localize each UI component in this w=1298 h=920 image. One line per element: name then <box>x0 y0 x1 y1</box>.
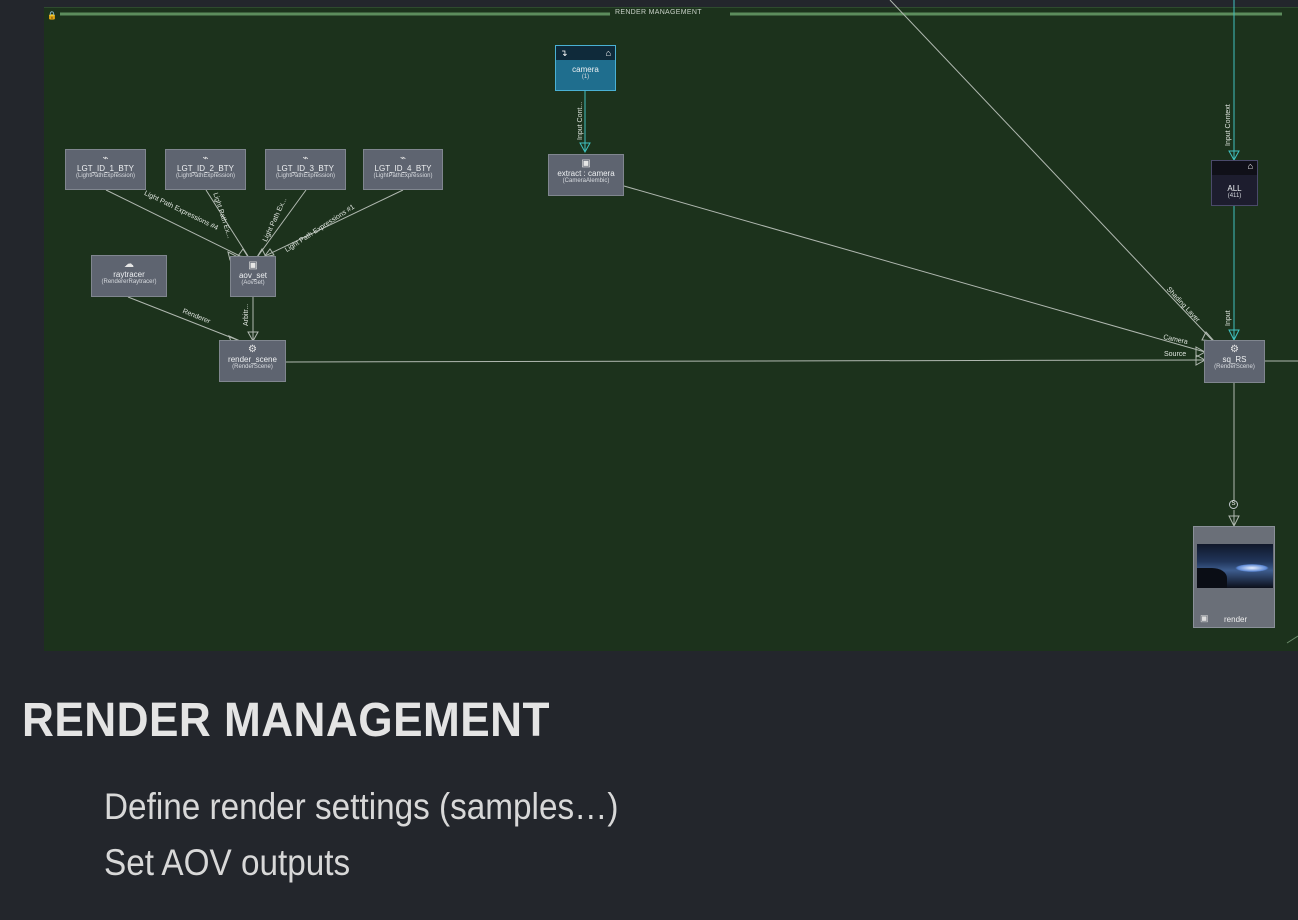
node-lgt-id-4[interactable]: ⌁ LGT_ID_4_BTY (LightPathExpression) <box>363 149 443 190</box>
node-all[interactable]: ⌂ ALL (411) <box>1211 160 1258 206</box>
renderer-icon: ☁ <box>124 259 134 270</box>
render-scene-icon: ⚙ <box>1230 344 1239 355</box>
node-type: (LightPathExpression) <box>175 173 236 179</box>
bullet-item: Set AOV outputs <box>104 842 351 883</box>
node-type: (LightPathExpression) <box>75 173 136 179</box>
home-icon[interactable]: ⌂ <box>1212 161 1257 175</box>
bullet-item: Define render settings (samples…) <box>104 786 619 827</box>
node-type: (LightPathExpression) <box>275 173 336 179</box>
light-path-icon: ⌁ <box>399 153 407 164</box>
node-type: (CameraAlembic) <box>562 178 610 184</box>
light-path-icon: ⌁ <box>202 153 209 164</box>
wire-label: Input <box>1225 310 1232 326</box>
node-sq-rs[interactable]: ⚙ sq_RS (RenderScene) <box>1204 340 1265 383</box>
node-name: sq_RS <box>1222 355 1247 364</box>
wire-label: Input Cont... <box>577 101 584 140</box>
node-type: (RendererRaytracer) <box>101 279 157 285</box>
group-title: RENDER MANAGEMENT <box>615 9 702 16</box>
node-name: camera <box>572 65 599 74</box>
camera-icon: ▣ <box>581 158 591 169</box>
node-type: (RenderScene) <box>232 364 273 370</box>
node-graph-canvas[interactable] <box>44 7 1298 651</box>
node-extract-camera[interactable]: ▣ extract : camera (CameraAlembic) <box>548 154 624 196</box>
node-lgt-id-3[interactable]: ⌁ LGT_ID_3_BTY (LightPathExpression) <box>265 149 346 190</box>
render-thumbnail <box>1197 544 1273 588</box>
node-name: extract : camera <box>557 169 615 178</box>
node-raytracer[interactable]: ☁ raytracer (RendererRaytracer) <box>91 255 167 297</box>
lock-icon[interactable]: 🔒 <box>47 11 57 20</box>
node-name: LGT_ID_3_BTY <box>277 164 334 173</box>
node-name: LGT_ID_1_BTY <box>77 164 134 173</box>
node-count: (1) <box>581 74 590 80</box>
node-aov-set[interactable]: ▣ aov_set (AovSet) <box>230 256 276 297</box>
node-type: (LightPathExpression) <box>373 173 433 179</box>
node-name: LGT_ID_2_BTY <box>177 164 234 173</box>
node-name: render <box>1224 615 1248 624</box>
node-camera[interactable]: ↴ ⌂ camera (1) <box>555 45 616 91</box>
input-icon: ↴ <box>560 47 568 58</box>
node-name: ALL <box>1227 184 1242 193</box>
node-render[interactable]: ▣ render <box>1193 526 1275 628</box>
light-path-icon: ⌁ <box>302 153 309 164</box>
node-lgt-id-1[interactable]: ⌁ LGT_ID_1_BTY (LightPathExpression) <box>65 149 146 190</box>
node-type: (AovSet) <box>241 280 265 286</box>
home-icon[interactable]: ⌂ <box>605 48 611 58</box>
stamp-icon[interactable]: S <box>1229 500 1238 509</box>
wire-label: Arbitr... <box>243 303 250 326</box>
light-path-icon: ⌁ <box>102 153 109 164</box>
render-scene-icon: ⚙ <box>248 344 257 355</box>
node-lgt-id-2[interactable]: ⌁ LGT_ID_2_BTY (LightPathExpression) <box>165 149 246 190</box>
node-name: render_scene <box>228 355 277 364</box>
aov-image-icon: ▣ <box>1200 613 1209 623</box>
node-render-scene[interactable]: ⚙ render_scene (RenderScene) <box>219 340 286 382</box>
node-name: raytracer <box>113 270 145 279</box>
node-name: aov_set <box>238 271 268 280</box>
aov-image-icon: ▣ <box>248 260 258 271</box>
node-name: LGT_ID_4_BTY <box>374 164 432 173</box>
node-type: (RenderScene) <box>1214 364 1255 370</box>
slide-title: RENDER MANAGEMENT <box>22 694 550 747</box>
wire-label: Source <box>1164 351 1187 358</box>
wire-label: Input Context <box>1225 104 1232 146</box>
node-count: (411) <box>1227 193 1242 199</box>
